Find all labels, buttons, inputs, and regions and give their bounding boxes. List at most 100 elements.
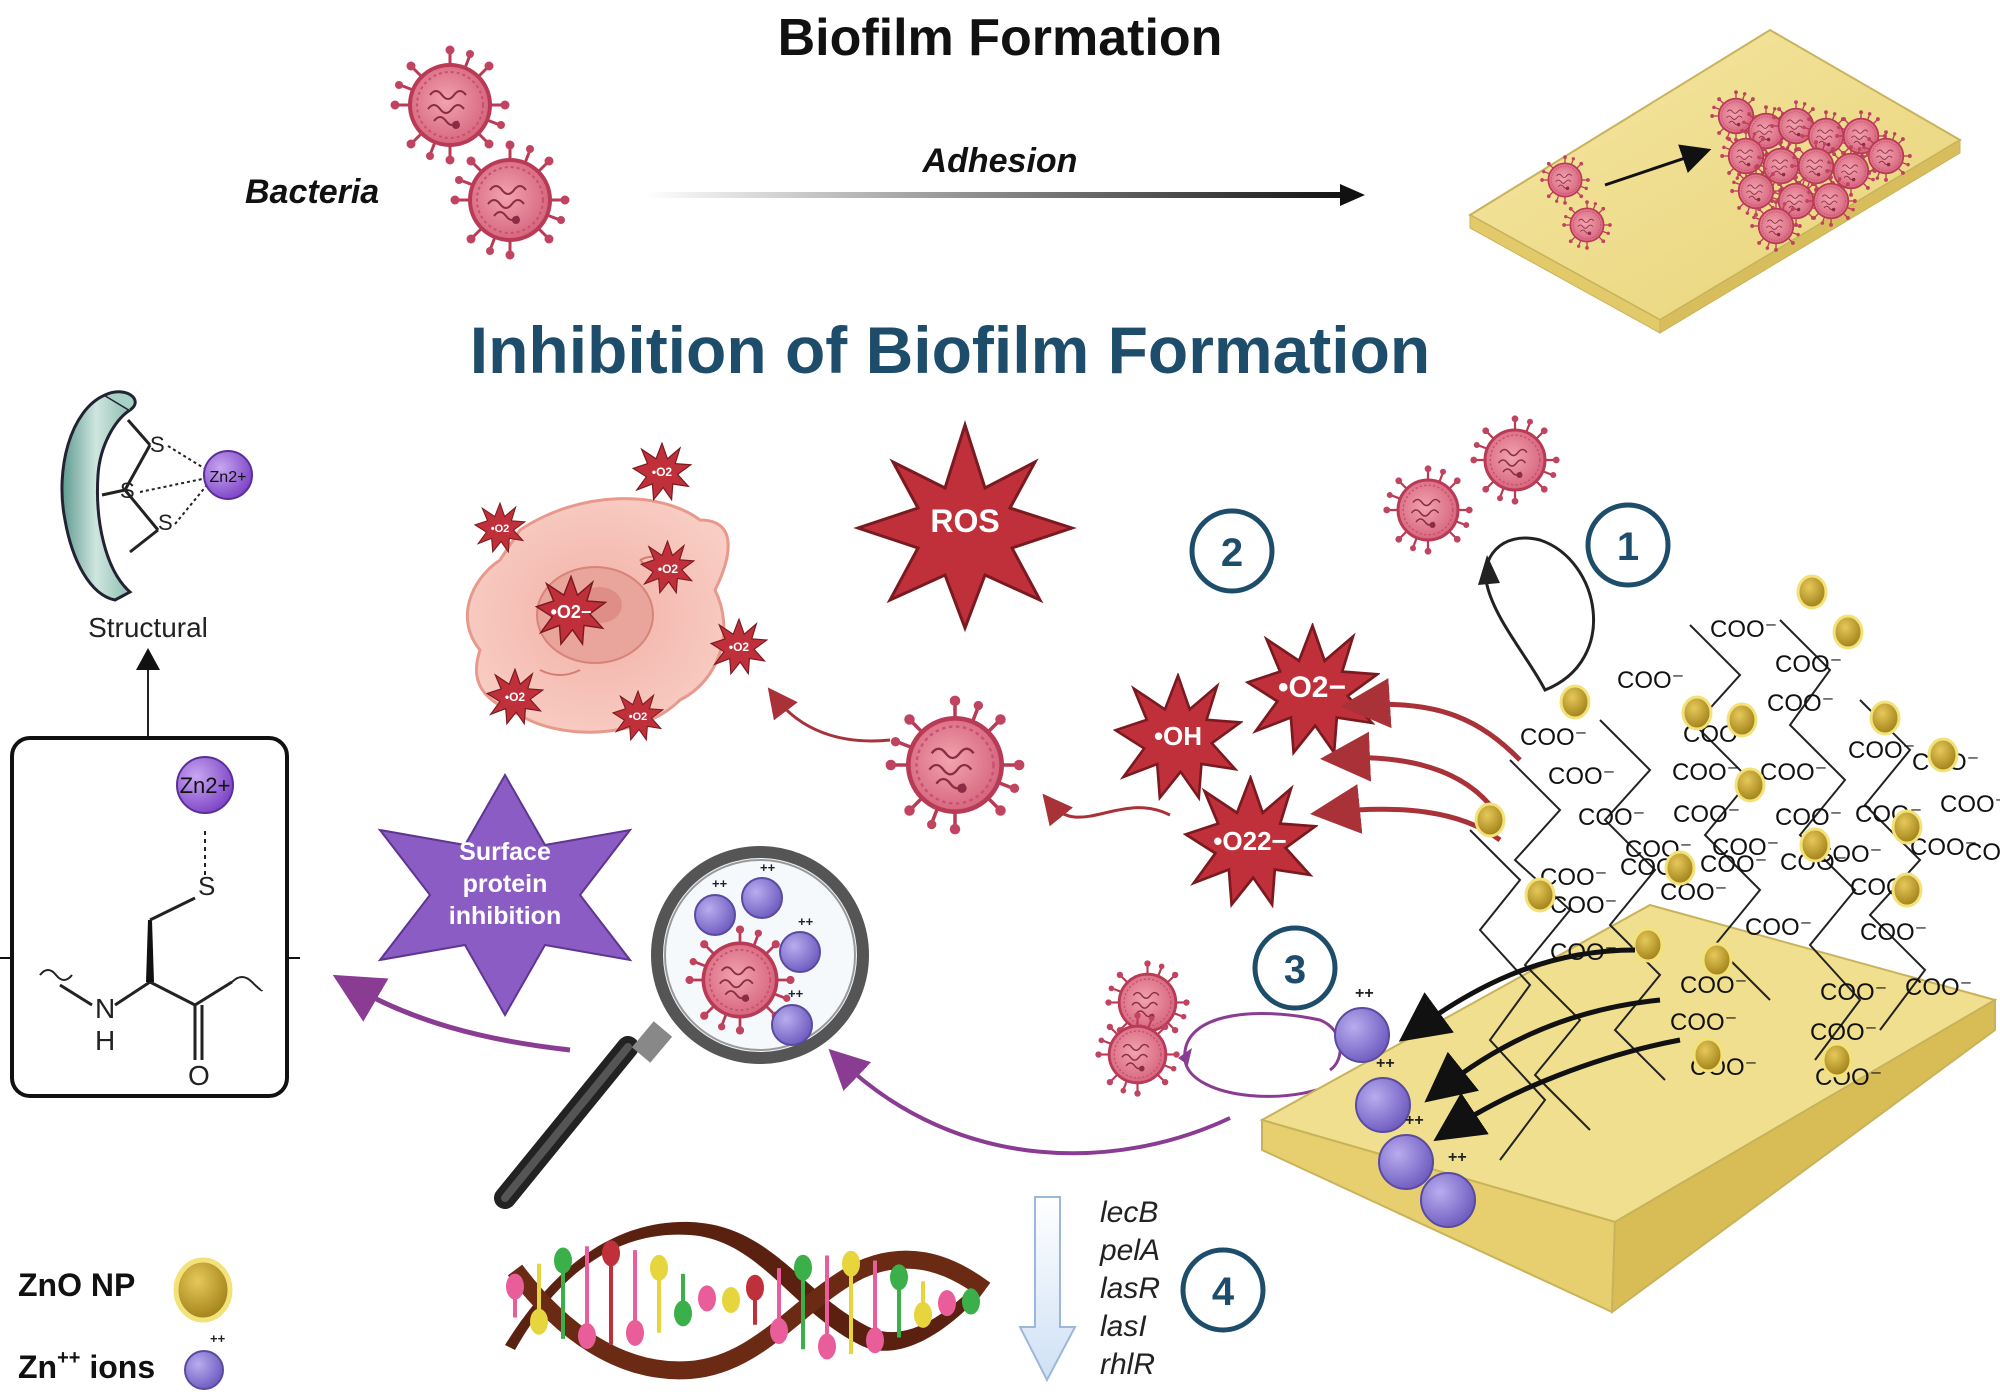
ros-main-label: ROS [930, 503, 999, 539]
dna-base-10 [722, 1287, 740, 1314]
coo-label-35: COO⁻ [1670, 1009, 1737, 1036]
coo-label-30: COO⁻ [1860, 919, 1927, 946]
cysteine-o-label: O [188, 1060, 210, 1091]
coo-label-11: COO⁻ [1760, 759, 1827, 786]
red-arrow-superoxide [1340, 678, 1522, 762]
dna-base-8 [674, 1300, 692, 1327]
coo-label-28: COO⁻ [1660, 879, 1727, 906]
dna-base-15 [842, 1250, 860, 1277]
surface-protein-star [377, 772, 633, 1018]
bacterium-icon-middle [886, 696, 1025, 835]
red-arrow-to-bacterium [1042, 793, 1171, 827]
ros-cell-label-2: •O2 [491, 523, 510, 535]
surface-protein-label-1: Surface [459, 838, 551, 866]
zn-charge-3: ++ [1405, 1112, 1424, 1129]
dna-base-18 [914, 1301, 932, 1328]
legend-zno-label: ZnO NP [18, 1267, 135, 1303]
dna-base-11 [746, 1274, 764, 1301]
cysteine-n-label: N [95, 993, 115, 1024]
cysteine-zn-label: Zn2+ [180, 773, 231, 798]
step-badge-4 [1180, 1247, 1266, 1333]
dna-base-14 [818, 1333, 836, 1360]
dna-base-17 [890, 1264, 908, 1291]
dna-base-pairs [506, 1240, 980, 1360]
black-arrow-2 [1424, 997, 1661, 1103]
purple-loop-head [1178, 1048, 1192, 1065]
legend-zn-ions-label: Zn++ ions [18, 1347, 155, 1385]
step-label-3: 3 [1284, 948, 1306, 992]
red-arrow-to-cell [767, 687, 891, 743]
dna-base-3 [554, 1247, 572, 1274]
circular-arrow-step1-head [1478, 555, 1500, 585]
dna-base-6 [626, 1319, 644, 1346]
coo-label-1: COO⁻ [1710, 616, 1777, 643]
bacterium-icon-step3-b [1095, 1012, 1180, 1097]
coo-label-16: COO⁻ [1940, 791, 2000, 818]
bacterium-icon-step1-a [1383, 465, 1473, 555]
black-arrow-1 [1398, 947, 1636, 1042]
step-badge-2 [1189, 508, 1275, 594]
step-label-4: 4 [1212, 1270, 1235, 1314]
coo-label-36: COO⁻ [1810, 1019, 1877, 1046]
zn-charge-2: ++ [1376, 1055, 1395, 1072]
top-title: Biofilm Formation [778, 9, 1223, 67]
magnifier-charge-4: ++ [788, 986, 804, 1001]
magnifier-charge-1: ++ [712, 876, 728, 891]
zn-ions-surface [1334, 1007, 1476, 1228]
legend-zn-charge: ++ [210, 1331, 226, 1346]
coo-label-10: COO⁻ [1672, 759, 1739, 786]
coo-label-27: COO⁻ [1550, 892, 1617, 919]
coo-label-2: COO⁻ [1775, 651, 1842, 678]
step-badge-1 [1585, 502, 1671, 588]
polymer-network [1469, 619, 1927, 1161]
bacterium-icon-top-1 [390, 45, 510, 165]
zno-nanoparticles [1474, 574, 1959, 1078]
coo-label-3: COO⁻ [1617, 667, 1684, 694]
dna-base-5 [602, 1240, 620, 1267]
coo-label-29: COO⁻ [1745, 914, 1812, 941]
coo-label-7: COO⁻ [1848, 737, 1915, 764]
legend-zn-icon [184, 1350, 224, 1390]
bacterium-icon-step1-b [1470, 415, 1560, 505]
adhesion-arrow-head [1340, 184, 1365, 206]
adhesion-arrow-shaft [645, 192, 1345, 198]
circular-arrow-step1 [1484, 536, 1595, 692]
adhesion-label: Adhesion [922, 142, 1078, 180]
main-title: Inhibition of Biofilm Formation [470, 313, 1431, 387]
peroxide-label: •O22− [1213, 826, 1286, 856]
gene-lecB: lecB [1100, 1196, 1158, 1229]
zn-charge-4: ++ [1448, 1149, 1467, 1166]
coo-label-20: COO⁻ [1910, 834, 1977, 861]
coo-label-33: COO⁻ [1820, 979, 1887, 1006]
ros-cell-label-6: •O2 [505, 690, 526, 704]
dna-base-12 [770, 1317, 788, 1344]
dna-strand-icon [505, 1221, 991, 1380]
red-arrow-oh [1320, 731, 1492, 807]
surface-protein-label-3: inhibition [449, 902, 561, 930]
downregulation-arrow [1018, 1196, 1077, 1383]
coo-label-23: COO⁻ [1700, 851, 1767, 878]
purple-arrow-to-cysteine [332, 974, 571, 1053]
magnifier-zn-ions [694, 877, 821, 1046]
zn-structural-label: Zn2+ [210, 469, 247, 486]
gene-rhlR: rhlR [1100, 1348, 1155, 1381]
oh-label: •OH [1154, 721, 1202, 751]
legend-zn-sup: ++ [57, 1347, 80, 1369]
structural-protein-icon [60, 390, 160, 602]
gene-lasI: lasI [1100, 1310, 1147, 1343]
dna-base-1 [506, 1273, 524, 1300]
bacterium-icon-top-2 [450, 140, 570, 260]
coo-label-34: COO⁻ [1905, 974, 1972, 1001]
sulfur-atom-2: S [120, 478, 135, 503]
ros-cell-label-3: •O2 [658, 562, 679, 576]
dna-base-19 [938, 1290, 956, 1317]
coo-label-5: COO⁻ [1520, 724, 1587, 751]
coo-label-4: COO⁻ [1767, 690, 1834, 717]
coo-labels: COO⁻COO⁻COO⁻COO⁻COO⁻COO⁻COO⁻COO⁻COO⁻COO⁻… [1520, 616, 2000, 1091]
zn-charge-1: ++ [1355, 985, 1374, 1002]
bacteria-label: Bacteria [245, 173, 379, 211]
dna-base-16 [866, 1327, 884, 1354]
step-label-2: 2 [1221, 531, 1243, 575]
cysteine-h-label: H [95, 1025, 115, 1056]
